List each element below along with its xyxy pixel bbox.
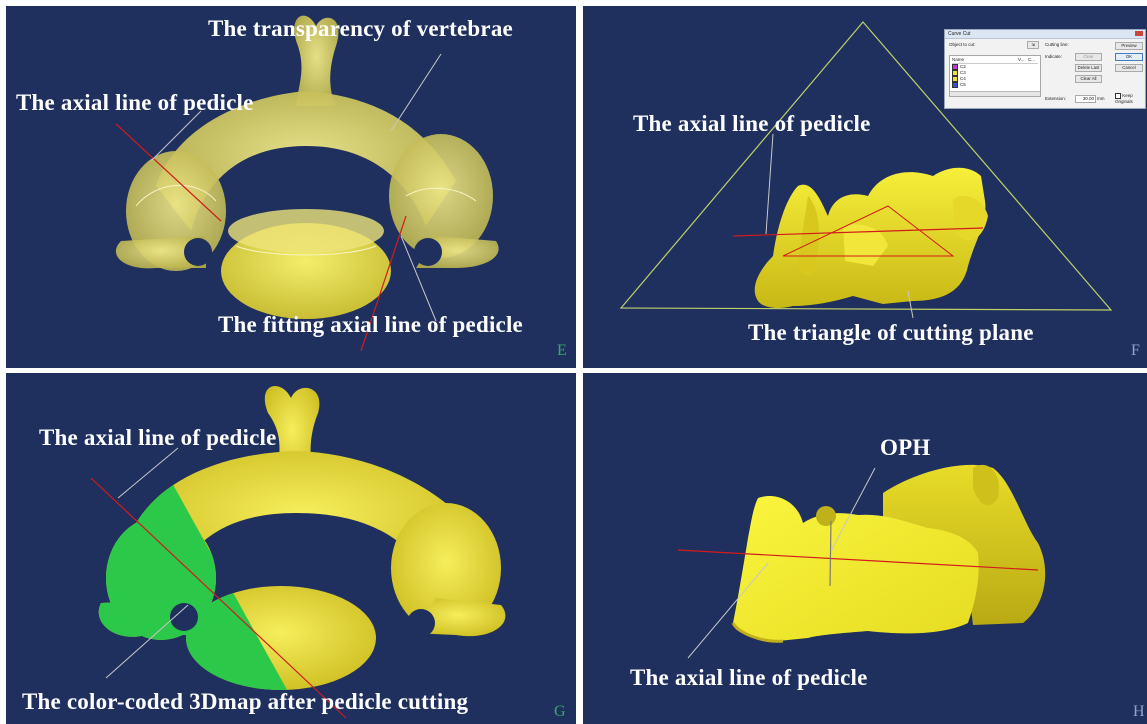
object-to-cut-label: Object to cut: xyxy=(949,42,976,47)
pick-object-icon[interactable]: ⇲ xyxy=(1027,41,1039,49)
label-oph: OPH xyxy=(880,435,930,461)
extension-input[interactable]: 30.00 xyxy=(1075,95,1096,103)
ok-button[interactable]: OK xyxy=(1115,53,1143,61)
panel-g: The axial line of pedicle The color-code… xyxy=(6,373,576,724)
label-axial-line-of-pedicle: The axial line of pedicle xyxy=(633,111,871,137)
cancel-button[interactable]: Cancel xyxy=(1115,64,1143,72)
panel-h: OPH The axial line of pedicle H xyxy=(583,373,1147,724)
list-item[interactable]: C5 xyxy=(952,82,966,88)
label-color-coded-3dmap: The color-coded 3Dmap after pedicle cutt… xyxy=(22,689,468,715)
extension-unit: mm xyxy=(1097,96,1105,101)
panel-letter-e: E xyxy=(557,342,567,360)
delete-last-button[interactable]: Delete Last xyxy=(1075,64,1102,72)
cutting-line-label: Cutting line: xyxy=(1045,42,1069,47)
clear-all-button[interactable]: Clear All xyxy=(1075,75,1102,83)
label-axial-line-of-pedicle: The axial line of pedicle xyxy=(39,425,277,451)
panel-letter-f: F xyxy=(1131,342,1140,360)
label-triangle-of-cutting-plane: The triangle of cutting plane xyxy=(748,320,1034,346)
label-axial-line-of-pedicle: The axial line of pedicle xyxy=(16,90,254,116)
label-axial-line-of-pedicle: The axial line of pedicle xyxy=(630,665,868,691)
object-list[interactable]: Name V... C... C2 C3 C4 C5 xyxy=(949,55,1041,97)
close-icon[interactable] xyxy=(1135,31,1143,36)
label-fitting-axial-line: The fitting axial line of pedicle xyxy=(218,312,523,338)
indicate-label: Indicate: xyxy=(1045,54,1062,59)
label-transparency-of-vertebrae: The transparency of vertebrae xyxy=(208,16,513,42)
preview-button[interactable]: Preview xyxy=(1115,42,1143,50)
list-header: Name V... C... xyxy=(952,57,1038,64)
object-color-icon xyxy=(952,82,958,88)
keep-originals-checkbox[interactable]: Keep Originals xyxy=(1115,93,1143,104)
curve-cut-dialog: Curve Cut Object to cut: ⇲ Name V... C..… xyxy=(944,29,1146,109)
panel-f: The axial line of pedicle The triangle o… xyxy=(583,6,1147,368)
extension-label: Extension: xyxy=(1045,96,1066,101)
panel-letter-g: G xyxy=(554,703,566,721)
dialog-title: Curve Cut xyxy=(948,31,971,37)
clear-button[interactable]: Clear xyxy=(1075,53,1102,61)
panel-letter-h: H xyxy=(1133,703,1145,721)
dialog-title-bar: Curve Cut xyxy=(945,30,1145,39)
list-scrollbar[interactable] xyxy=(950,91,1040,96)
panel-e: The transparency of vertebrae The axial … xyxy=(6,6,576,368)
